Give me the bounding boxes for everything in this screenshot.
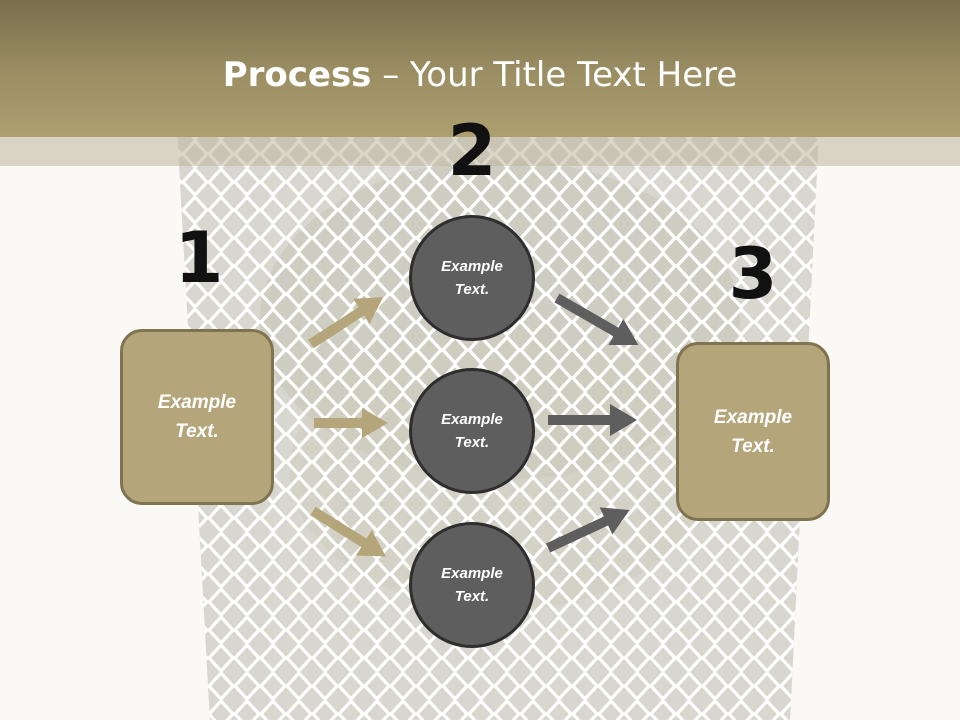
circle-bottom-text: Example Text.	[441, 565, 503, 605]
step-number-2: 2	[447, 110, 497, 192]
step-number-3: 3	[728, 233, 778, 315]
step-1-box: Example Text.	[120, 329, 274, 505]
title-bar	[0, 0, 960, 137]
slide-title: Process – Your Title Text Here	[0, 52, 960, 98]
step-3-text: Example Text.	[713, 406, 793, 457]
step-3-box: Example Text.	[676, 342, 830, 521]
step-2-circle-bottom: Example Text.	[409, 522, 535, 648]
step-number-1: 1	[174, 217, 224, 299]
step-1-text: Example Text.	[157, 392, 237, 442]
step-2-circle-middle: Example Text.	[409, 368, 535, 494]
circle-top-text: Example Text.	[441, 258, 503, 298]
step-2-circle-top: Example Text.	[409, 215, 535, 341]
arrow-from-middle-circle	[548, 404, 637, 436]
title-subband	[0, 137, 960, 166]
arrow-to-bottom-circle	[310, 506, 386, 557]
circle-middle-text: Example Text.	[441, 411, 503, 451]
arrow-to-top-circle	[308, 297, 384, 349]
arrow-from-bottom-circle	[545, 507, 630, 553]
arrow-from-top-circle	[554, 293, 639, 345]
title-bold-word: Process	[222, 55, 372, 95]
title-rest: – Your Title Text Here	[371, 55, 738, 95]
arrow-to-middle-circle	[314, 408, 388, 438]
